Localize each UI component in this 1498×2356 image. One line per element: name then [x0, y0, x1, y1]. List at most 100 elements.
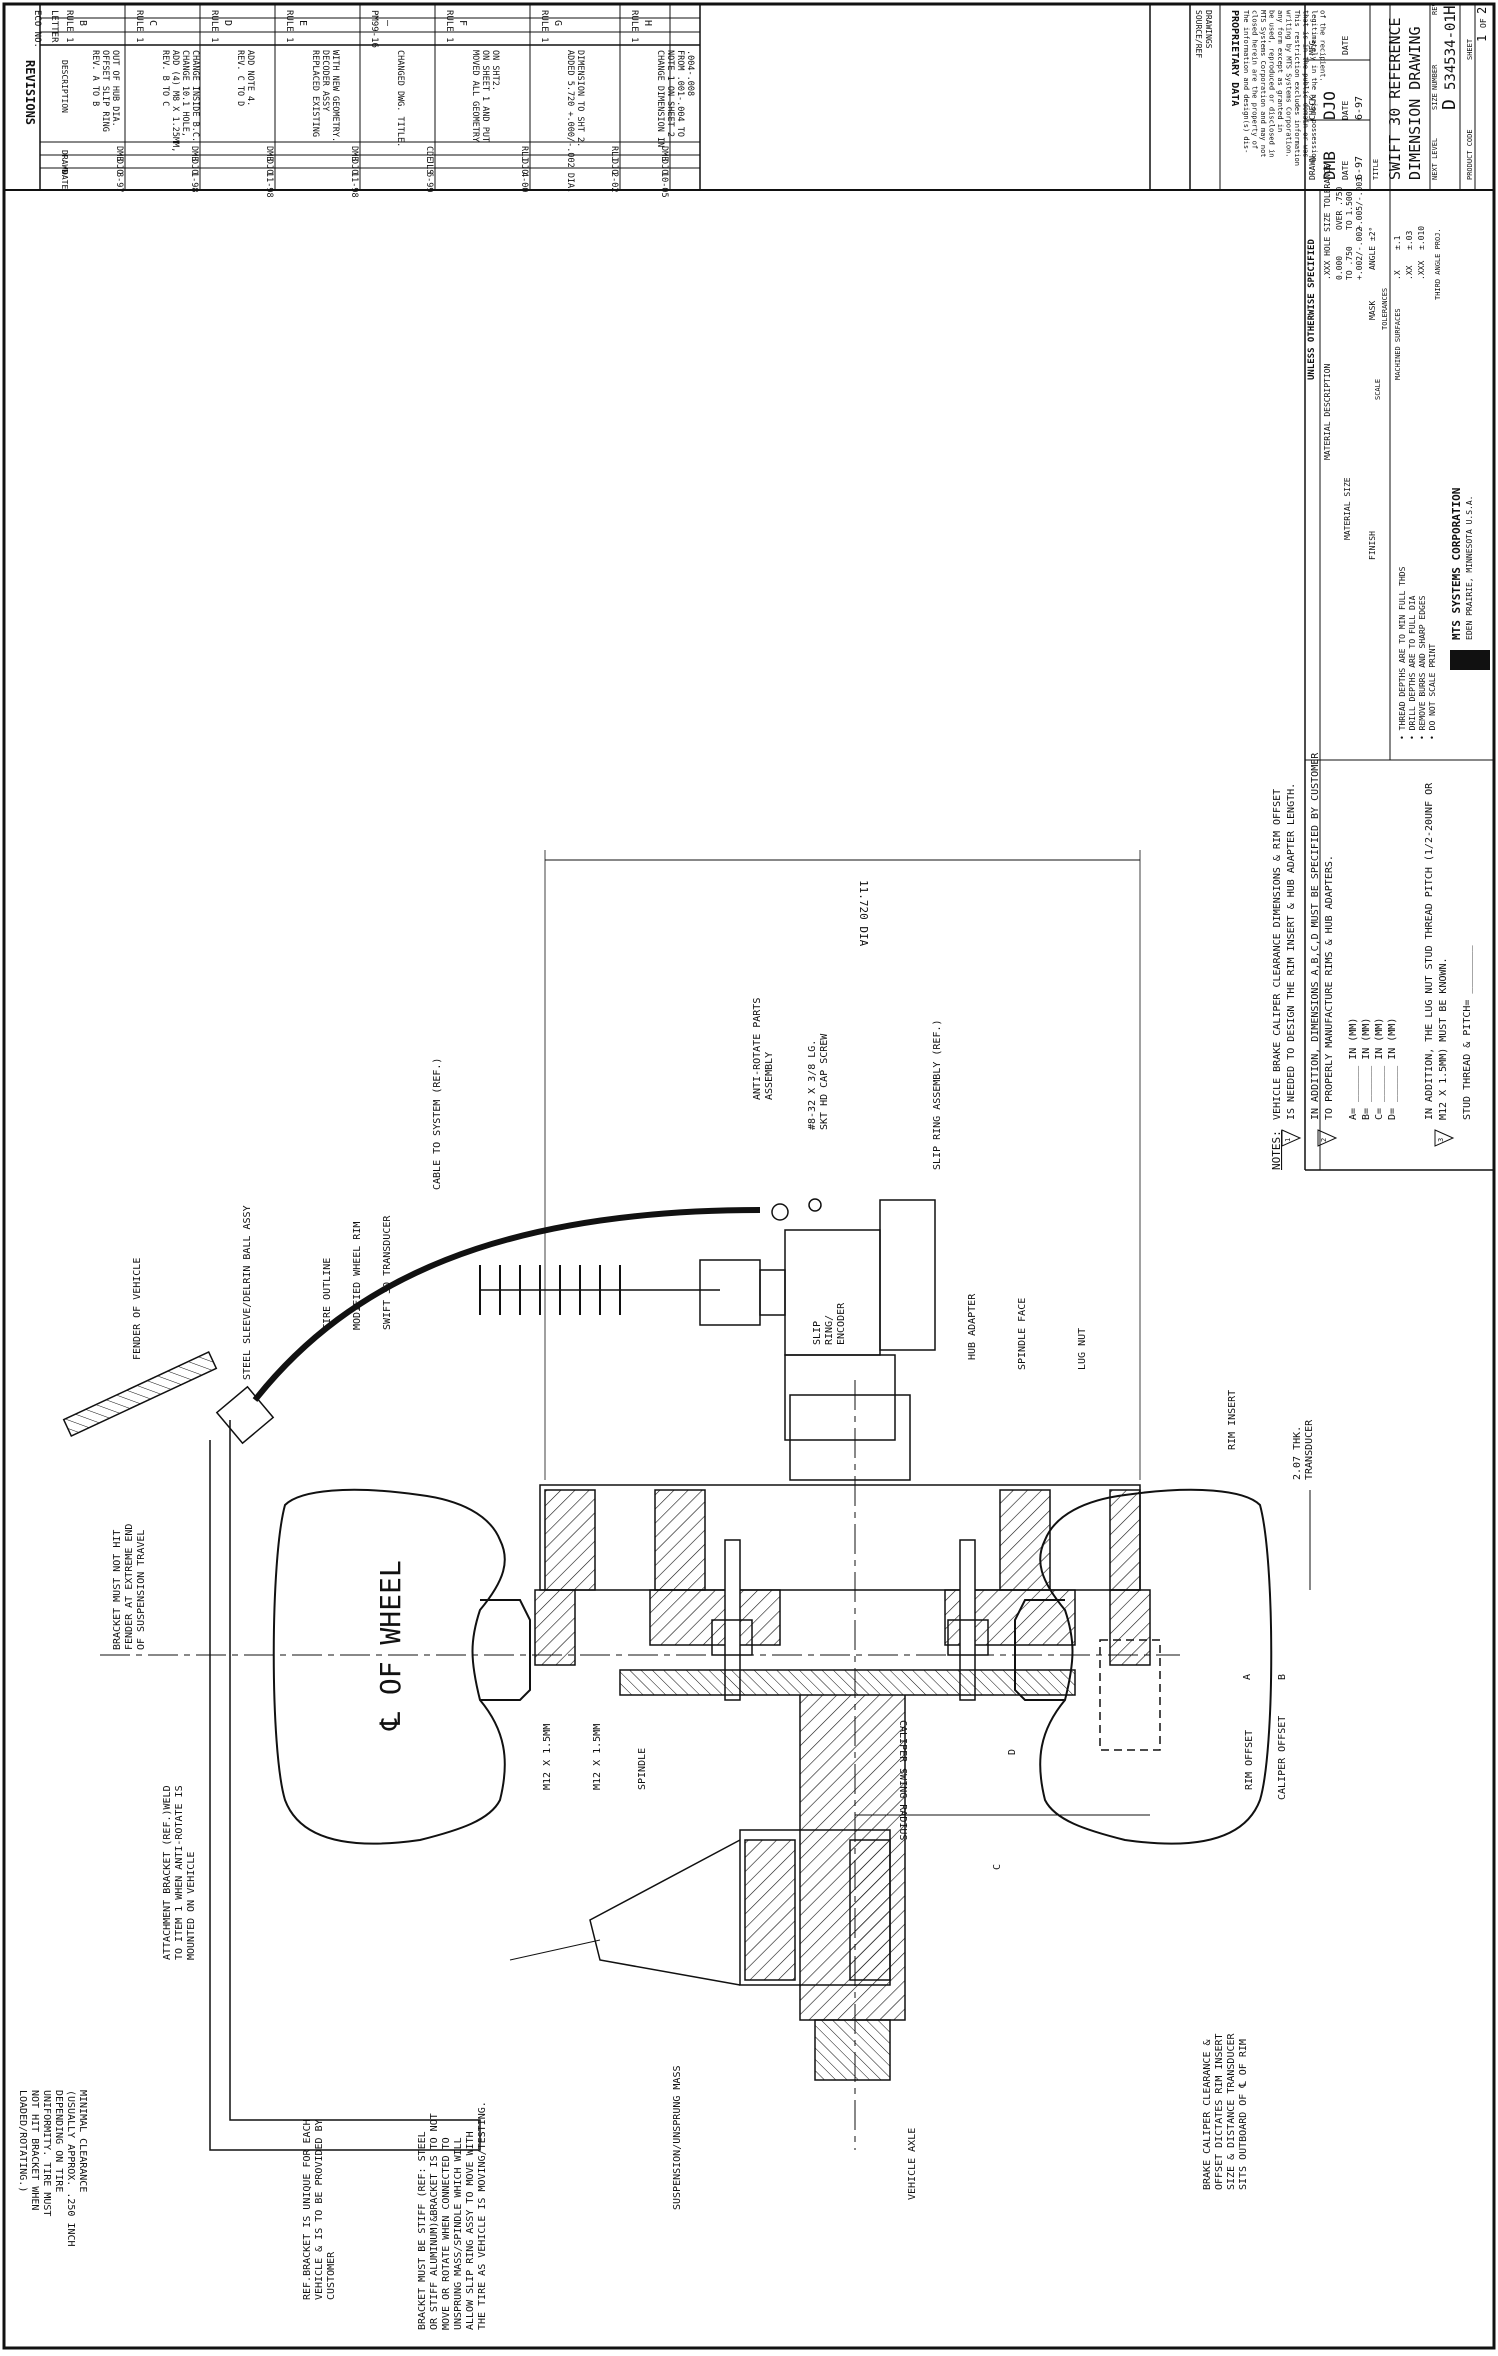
spindle-face-plate — [619, 1669, 1076, 1696]
label-clear-1: MINIMAL CLEARANCE — [77, 2090, 88, 2192]
check-label: CHECK — [1308, 96, 1317, 120]
connector-shell — [699, 1259, 761, 1326]
note-2-line-b: TO PROPERLY MANUFACTURE RIMS & HUB ADAPT… — [1324, 855, 1335, 1120]
suspension-hatch-left — [744, 1839, 796, 1981]
revision-date: 11-98 — [349, 172, 359, 198]
label-attach-3: MOUNTED ON VEHICLE — [186, 1852, 197, 1960]
label-slip-ring-assy: SLIP RING ASSEMBLY (REF.) — [932, 1019, 943, 1170]
general-note-2: • DRILL DEPTHS ARE TO FULL DIA — [1408, 595, 1417, 740]
title-line-2: DIMENSION DRAWING — [1406, 26, 1424, 180]
xxx-tol: .XXX — [1417, 261, 1426, 280]
revision-letter: B — [77, 20, 88, 26]
hub-adapter-left — [649, 1589, 781, 1646]
label-clear-2: (USUALLY APPROX. .250 INCH — [65, 2090, 76, 2247]
revision-letter: G — [552, 20, 563, 26]
scale-label: SCALE — [1374, 379, 1382, 400]
label-tire: TIRE OUTLINE — [322, 1258, 333, 1330]
drawn-value: DMB — [1320, 151, 1339, 180]
label-screw-1: #8-32 X 3/8 LG. — [807, 1040, 818, 1130]
proprietary-line: writing by MTS Systems Corporation. — [1285, 10, 1293, 158]
size-value: D — [1439, 99, 1460, 110]
rev-letter-header: LETTER — [49, 10, 59, 43]
revision-date: 11-98 — [264, 172, 274, 198]
machined-label: MACHINED SURFACES — [1394, 308, 1402, 380]
note-2-marker: 2 — [1320, 1138, 1328, 1142]
label-bracket-2: FENDER AT EXTREME END — [124, 1524, 135, 1650]
revision-eco: RULE 1 — [284, 10, 294, 43]
brake-caliper-outline — [1099, 1639, 1161, 1751]
revision-engr: JLS — [424, 159, 434, 174]
revision-description-line: NOTE 1 ON SHEET 2 — [665, 50, 675, 137]
sheet-of: OF — [1479, 18, 1488, 28]
revision-description-line: REV. B TO C — [160, 50, 170, 106]
revision-description-line: REV. C TO D — [235, 50, 245, 106]
mfg-label: MFG — [1308, 40, 1317, 55]
sheet-number: 1 — [1475, 35, 1489, 42]
notes-title: NOTES: — [1270, 1130, 1283, 1170]
label-m12-b: M12 X 1.5MM — [592, 1724, 603, 1790]
rev-value: H — [1440, 5, 1459, 15]
stud-thread-field[interactable]: STUD THREAD & PITCH= ________ — [1462, 944, 1473, 1120]
label-ref-2: VEHICLE & IS TO BE PROVIDED BY — [314, 2119, 325, 2300]
transducer-section-1 — [544, 1489, 596, 1591]
revision-eco: RULE 1 — [134, 10, 144, 43]
dim-b-field[interactable]: B= ______ IN (MM) — [1361, 1018, 1372, 1120]
revision-engr: DJO — [349, 159, 359, 174]
label-attach-1: ATTACHMENT BRACKET (REF.)WELD — [162, 1785, 173, 1960]
drawn-date: 6-97 — [1354, 156, 1365, 180]
title-label: TITLE — [1372, 159, 1380, 180]
drawing-number: 534534-01 — [1443, 14, 1459, 90]
angle-tol: ANGLE ±2° — [1368, 227, 1377, 270]
check-value: DJO — [1320, 91, 1339, 120]
dim-c-field[interactable]: C= ______ IN (MM) — [1374, 1018, 1385, 1120]
dim-d-field[interactable]: D= ______ IN (MM) — [1387, 1018, 1398, 1120]
revision-engr: DJO — [264, 159, 274, 174]
unless-specified: UNLESS OTHERWISE SPECIFIED — [1307, 239, 1317, 380]
label-bracket-1: BRACKET MUST NOT HIT — [112, 1530, 123, 1650]
label-spindle-face: SPINDLE FACE — [1017, 1298, 1028, 1370]
label-centerline-wheel: ℄ OF WHEEL — [374, 1560, 407, 1731]
mts-logo — [1450, 650, 1490, 670]
sheet-total: 2 — [1475, 7, 1489, 14]
label-stiff-3: MOVE OR ROTATE WHEN CONNECTED TO — [441, 2137, 452, 2330]
label-screw-2: SKT HD CAP SCREW — [819, 1033, 830, 1130]
tol-range-1: 0.000 — [1335, 256, 1344, 280]
product-code-label: PRODUCT CODE — [1466, 129, 1474, 180]
label-hub-adapter: HUB ADAPTER — [967, 1293, 978, 1360]
label-slip-2: RING/ — [824, 1315, 835, 1345]
suspension-mass — [739, 1829, 891, 1986]
label-rim-insert: RIM INSERT — [1227, 1390, 1238, 1450]
revision-description-line: ADD (4) M8 X 1.25MM, — [170, 50, 180, 152]
revision-engr: DJO — [114, 159, 124, 174]
proprietary-block: SOURCE/REF DRAWINGS PROPRIETARY DATA The… — [1189, 4, 1327, 190]
xxx-tol-val: ±.010 — [1417, 226, 1426, 250]
revision-letter: C — [147, 20, 158, 26]
check-date: 6-97 — [1354, 96, 1365, 120]
revision-description-line: CHANGE INSIDE B.C. — [190, 50, 200, 142]
material-size-label: MATERIAL SIZE — [1343, 477, 1352, 540]
revision-letter: — — [382, 20, 393, 27]
note-3-line-a: IN ADDITION, THE LUG NUT STUD THREAD PIT… — [1424, 782, 1435, 1120]
proprietary-line: be used, reproduced or disclosed in — [1268, 10, 1276, 158]
label-lug-nut: LUG NUT — [1077, 1328, 1088, 1370]
xx-tol-val: ±.03 — [1405, 231, 1414, 250]
revision-date: 8-97 — [114, 172, 124, 192]
rev-date-header: DATE — [60, 170, 69, 189]
label-clear-6: LOADED/ROTATING.) — [17, 2090, 28, 2192]
dim-a-field[interactable]: A= ______ IN (MM) — [1348, 1018, 1359, 1120]
vehicle-fender — [62, 1351, 218, 1437]
title-line-1: SWIFT 30 REFERENCE — [1386, 17, 1404, 180]
rim-insert-right — [1109, 1589, 1151, 1666]
revision-eco: RULE 1 — [539, 10, 549, 43]
mask-label: MASK — [1368, 301, 1377, 320]
revision-engr: DJO — [659, 159, 669, 174]
revision-description-line: CHANGED DWG. TITLE. — [395, 50, 405, 147]
slip-ring-housing — [879, 1199, 936, 1351]
label-brake-2: OFFSET DICTATES RIM INSERT — [1214, 2033, 1225, 2190]
label-caliper-offset: CALIPER OFFSET — [1277, 1716, 1288, 1800]
x-tol-val: ±.1 — [1393, 235, 1402, 250]
cable-strain-relief — [479, 1265, 621, 1315]
label-dia: 11.720 DIA — [857, 880, 870, 947]
note-2-line-a: IN ADDITION, DIMENSIONS A,B,C,D MUST BE … — [1310, 752, 1321, 1120]
label-dim-d: D — [1007, 1749, 1018, 1755]
